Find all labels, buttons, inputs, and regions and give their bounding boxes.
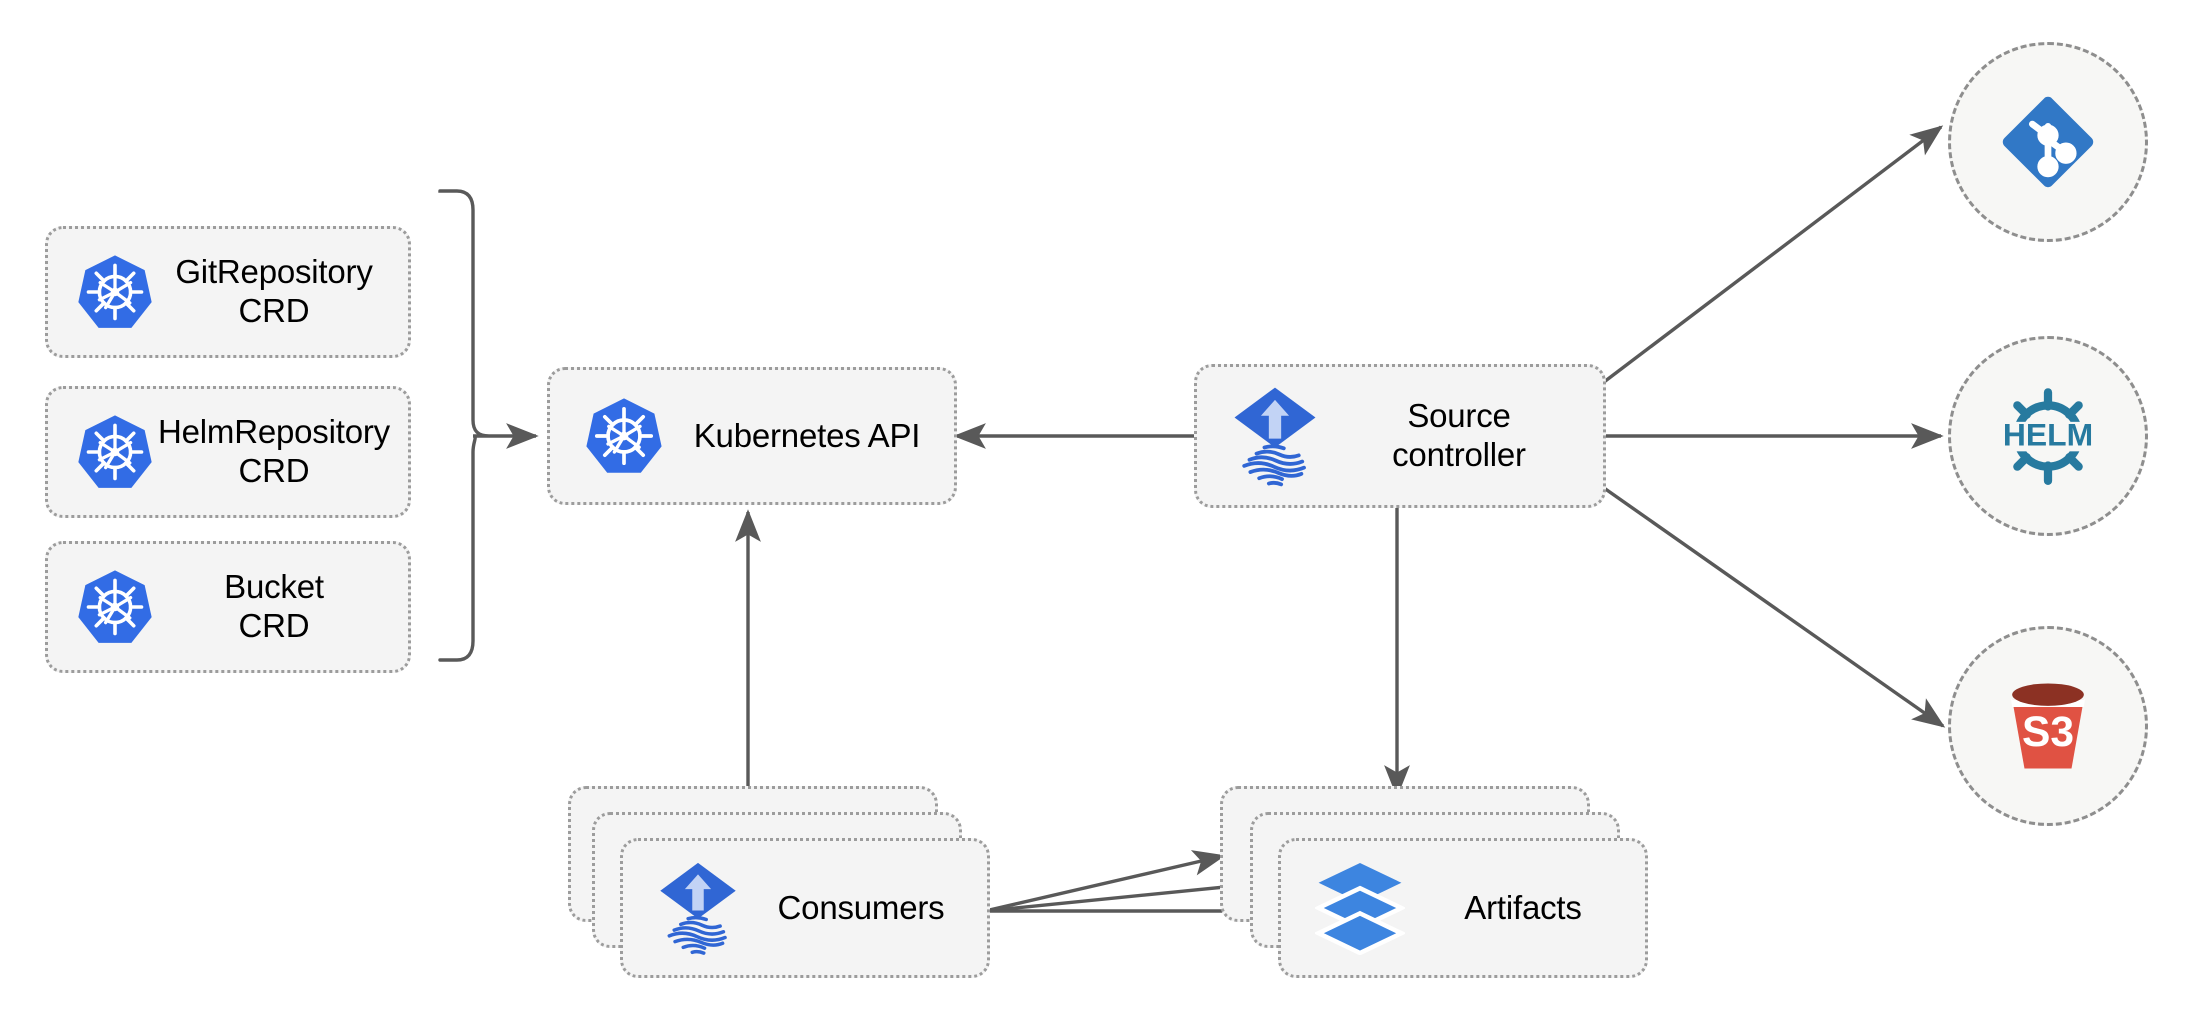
git-icon	[1992, 86, 2104, 198]
crd-group-brace	[438, 189, 490, 662]
s3-icon: S3	[1992, 670, 2104, 782]
external-helm[interactable]: HELM	[1948, 336, 2148, 536]
node-label: Kubernetes API	[693, 416, 921, 454]
kubernetes-icon	[584, 396, 664, 476]
node-label: Source controller	[1392, 397, 1526, 473]
flux-icon	[1231, 384, 1319, 488]
node-source-controller[interactable]: Source controller	[1194, 364, 1606, 508]
edge-consumers-to-artifacts-2	[984, 874, 1258, 913]
node-label: Artifacts	[1464, 888, 1582, 926]
helm-icon: HELM	[1989, 377, 2107, 495]
layers-icon	[1315, 861, 1405, 955]
edge-source-to-s3	[1603, 486, 1946, 728]
node-label: Consumers	[777, 888, 945, 926]
edge-consumers-to-artifacts-1	[984, 850, 1226, 913]
node-label: GitRepository CRD	[175, 253, 373, 329]
kubernetes-icon	[76, 253, 154, 331]
node-label: HelmRepository CRD	[158, 413, 390, 489]
kubernetes-icon	[76, 568, 154, 646]
node-bucket-crd[interactable]: Bucket CRD	[45, 541, 411, 673]
s3-label: S3	[2022, 708, 2074, 756]
node-kubernetes-api[interactable]: Kubernetes API	[547, 367, 957, 505]
node-helmrepository-crd[interactable]: HelmRepository CRD	[45, 386, 411, 518]
node-label: Bucket CRD	[224, 568, 324, 644]
kubernetes-icon	[76, 413, 154, 491]
node-artifacts[interactable]: Artifacts	[1278, 838, 1648, 978]
external-git[interactable]	[1948, 42, 2148, 242]
flux-icon	[657, 859, 739, 957]
external-s3[interactable]: S3	[1948, 626, 2148, 826]
helm-label: HELM	[2003, 416, 2093, 452]
node-consumers[interactable]: Consumers	[620, 838, 990, 978]
node-gitrepository-crd[interactable]: GitRepository CRD	[45, 226, 411, 358]
edge-source-to-git	[1602, 125, 1944, 384]
